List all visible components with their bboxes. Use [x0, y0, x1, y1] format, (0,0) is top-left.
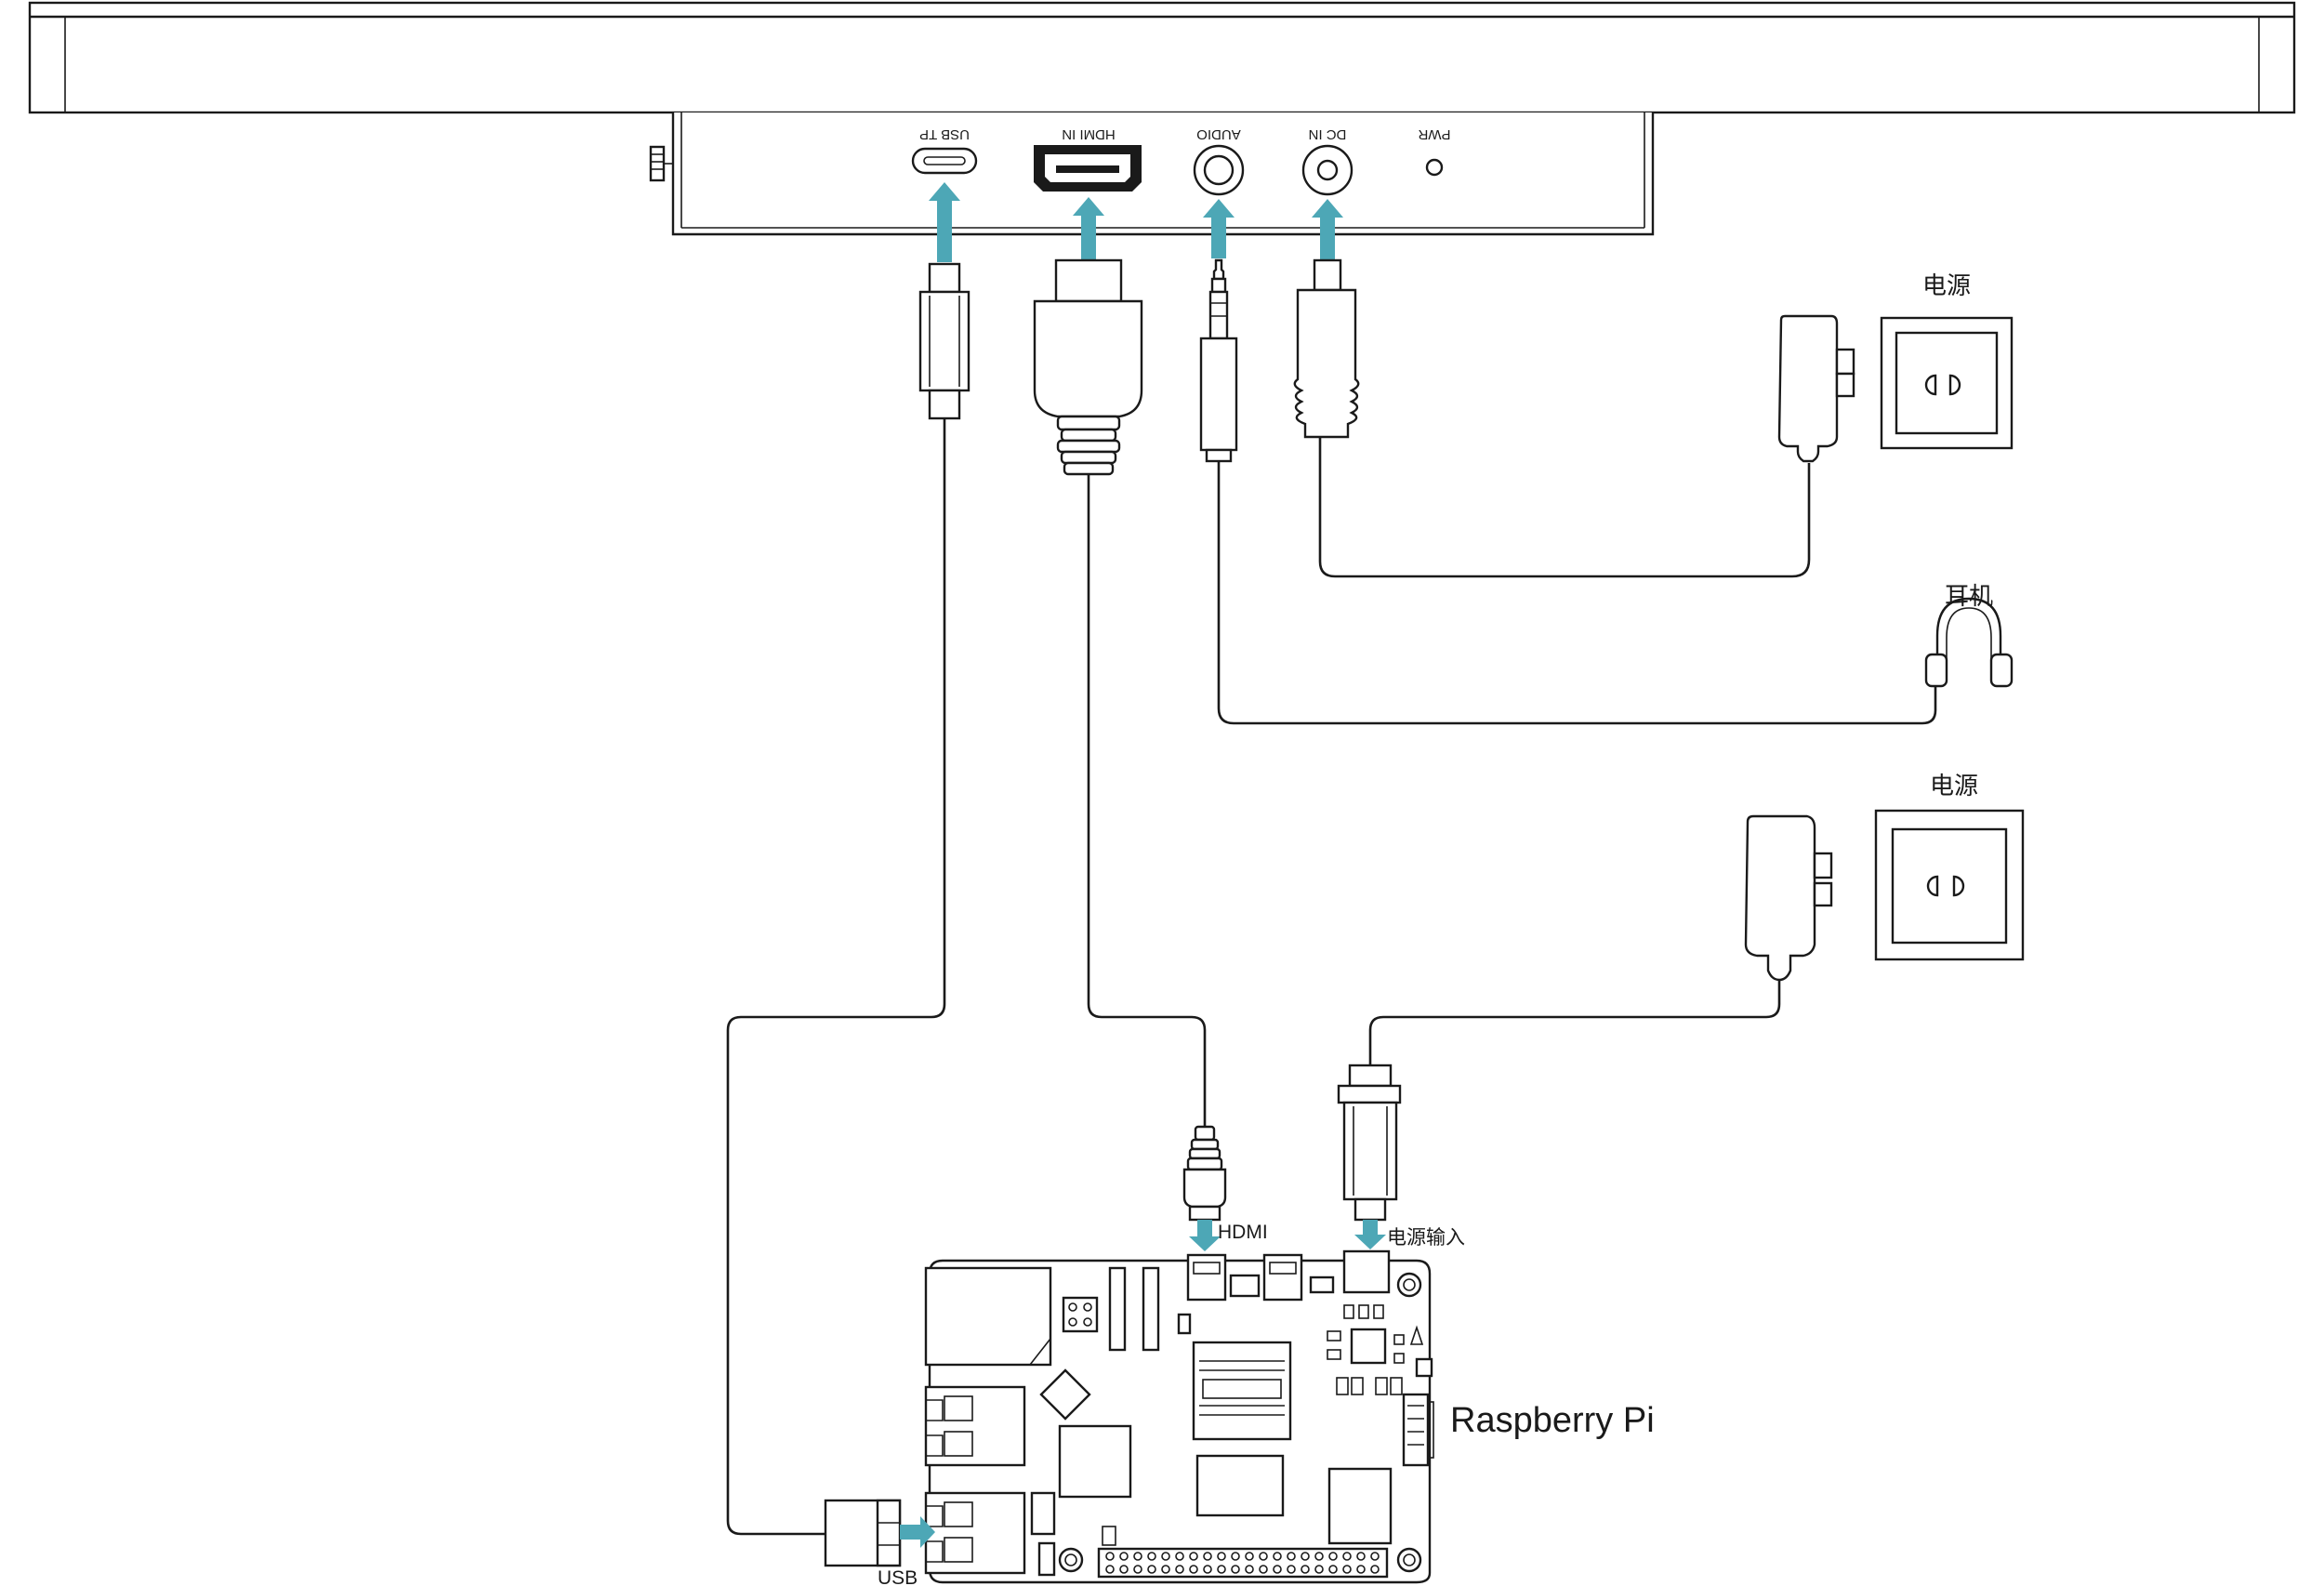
gpio-pin: [1273, 1552, 1282, 1561]
gpio-pin: [1342, 1552, 1352, 1561]
gpio-pin: [1133, 1552, 1142, 1561]
gpio-pin: [1356, 1565, 1366, 1574]
gpio-pin: [1370, 1565, 1380, 1574]
gpio-pin: [1203, 1565, 1212, 1574]
pwr-led: [1425, 158, 1444, 177]
gpio-pin: [1147, 1565, 1156, 1574]
headphone-icon: [1924, 597, 2014, 688]
hdmi-port: [1034, 145, 1142, 192]
arrow-pi-power: [1354, 1220, 1386, 1249]
dc-in-port: [1301, 144, 1353, 196]
gpio-pin: [1314, 1552, 1324, 1561]
gpio-pin: [1231, 1565, 1240, 1574]
usb-c-power-plug: [1337, 1064, 1402, 1222]
usb-plug-on-pi: [824, 1499, 902, 1567]
port-label-hdmi-in: HDMI IN: [1062, 126, 1116, 142]
gpio-pin: [1217, 1565, 1226, 1574]
usb-c-plug: [918, 262, 971, 420]
gpio-pin: [1161, 1552, 1170, 1561]
gpio-pin: [1245, 1565, 1254, 1574]
gpio-pin: [1217, 1552, 1226, 1561]
arrow-hdmi-in: [1073, 197, 1104, 260]
gpio-pin: [1342, 1565, 1352, 1574]
power-adapter-bottom: [1744, 814, 1833, 982]
audio-cable: [1217, 461, 1937, 725]
label-raspberry-pi: Raspberry Pi: [1450, 1401, 1655, 1440]
gpio-pin: [1105, 1552, 1115, 1561]
usb-cable: [726, 418, 946, 1536]
gpio-pin: [1147, 1552, 1156, 1561]
port-label-usb-tp: USB TP: [919, 126, 970, 142]
hdmi-cable: [1087, 474, 1207, 1127]
label-power-top: 电源: [1922, 271, 1971, 299]
gpio-pin: [1328, 1565, 1338, 1574]
label-headphone: 耳机: [1945, 582, 1993, 610]
gpio-pin: [1189, 1552, 1198, 1561]
wall-outlet-bottom: [1874, 809, 2025, 961]
micro-hdmi-plug: [1182, 1125, 1227, 1222]
port-label-dc-in: DC IN: [1309, 126, 1347, 142]
gpio-pin: [1245, 1552, 1254, 1561]
gpio-pin: [1175, 1552, 1184, 1561]
gpio-pin: [1328, 1552, 1338, 1561]
power-adapter-top: [1777, 314, 1855, 463]
gpio-pin: [1301, 1565, 1310, 1574]
port-labels: USB TP HDMI IN AUDIO DC IN PWR: [919, 126, 1450, 142]
arrow-audio: [1203, 199, 1235, 258]
gpio-pin: [1189, 1565, 1198, 1574]
gpio-pin: [1175, 1565, 1184, 1574]
gpio-pin: [1161, 1565, 1170, 1574]
gpio-pin: [1119, 1552, 1129, 1561]
label-pi-hdmi: HDMI: [1218, 1222, 1268, 1243]
wall-outlet-top: [1880, 316, 2014, 450]
gpio-pin: [1314, 1565, 1324, 1574]
gpio-pin: [1203, 1552, 1212, 1561]
gpio-pin: [1287, 1565, 1296, 1574]
gpio-pin: [1133, 1565, 1142, 1574]
port-label-pwr: PWR: [1418, 126, 1450, 142]
audio-plug: [1199, 258, 1238, 463]
label-pi-usb: USB: [878, 1567, 918, 1586]
hdmi-plug: [1033, 258, 1143, 476]
arrow-pi-usb: [900, 1516, 935, 1548]
monitor-port-panel: [649, 112, 1655, 236]
arrow-dc-in: [1312, 199, 1343, 260]
dc-cable: [1318, 437, 1811, 578]
gpio-pin: [1259, 1552, 1268, 1561]
dc-plug: [1293, 258, 1360, 439]
usb-c-port: [911, 147, 978, 175]
label-pi-power-input: 电源输入: [1387, 1227, 1465, 1249]
gpio-pins: [1105, 1552, 1380, 1574]
gpio-pin: [1119, 1565, 1129, 1574]
gpio-pin: [1231, 1552, 1240, 1561]
monitor-bezel: [28, 1, 2296, 114]
audio-jack-port: [1193, 144, 1245, 196]
gpio-pin: [1287, 1552, 1296, 1561]
gpio-pin: [1259, 1565, 1268, 1574]
gpio-pin: [1105, 1565, 1115, 1574]
label-power-bottom: 电源: [1930, 772, 1978, 800]
raspberry-pi-board: [924, 1249, 1434, 1584]
gpio-pin: [1356, 1552, 1366, 1561]
pi-power-cable: [1368, 980, 1781, 1065]
arrow-pi-hdmi: [1189, 1220, 1221, 1251]
gpio-pin: [1301, 1552, 1310, 1561]
gpio-pin: [1370, 1552, 1380, 1561]
port-label-audio: AUDIO: [1196, 126, 1241, 142]
arrow-usb-tp: [929, 182, 960, 262]
gpio-pin: [1273, 1565, 1282, 1574]
